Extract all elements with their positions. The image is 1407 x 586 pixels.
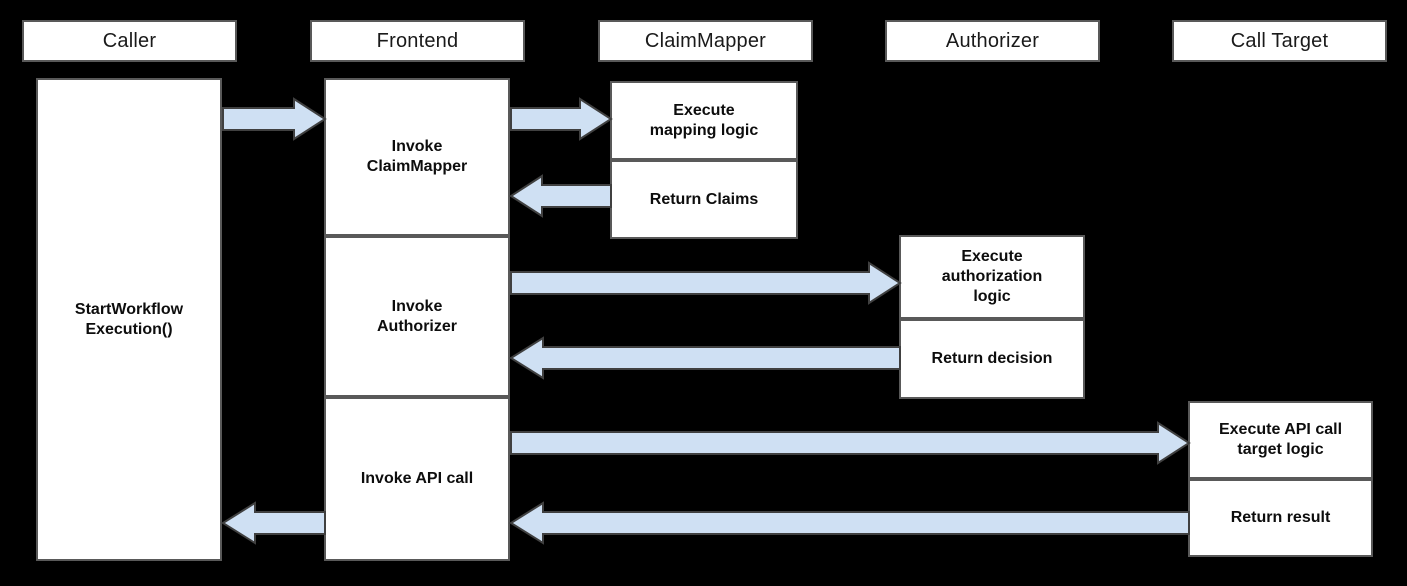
lifeline-header-authorizer: Authorizer xyxy=(885,20,1100,62)
activation-claimmapper-return-label: Return Claims xyxy=(649,190,759,208)
arrow-frontend-to-caller xyxy=(221,501,326,545)
lifeline-header-claimmapper: ClaimMapper xyxy=(598,20,813,62)
lifeline-header-frontend-label: Frontend xyxy=(376,29,459,52)
arrow-frontend-to-authorizer xyxy=(510,261,902,305)
activation-authorizer-execute: Execute authorization logic xyxy=(899,235,1085,319)
arrow-claimmapper-to-frontend xyxy=(509,174,612,218)
activation-frontend-claimmapper-label: Invoke ClaimMapper xyxy=(366,138,468,175)
lifeline-header-authorizer-label: Authorizer xyxy=(945,29,1040,52)
lifeline-header-calltarget-label: Call Target xyxy=(1230,29,1329,52)
activation-frontend-authorizer-label: Invoke Authorizer xyxy=(377,297,457,335)
lifeline-header-claimmapper-label: ClaimMapper xyxy=(644,29,767,52)
arrow-caller-to-frontend xyxy=(222,97,327,141)
activation-authorizer-execute-label: Execute authorization logic xyxy=(941,248,1043,305)
activation-calltarget-execute: Execute API call target logic xyxy=(1188,401,1373,479)
lifeline-header-caller: Caller xyxy=(22,20,237,62)
activation-claimmapper-execute-label: Execute mapping logic xyxy=(649,101,759,139)
arrow-frontend-to-claimmapper xyxy=(510,97,613,141)
lifeline-header-caller-label: Caller xyxy=(102,29,157,52)
arrow-authorizer-to-frontend xyxy=(509,336,901,380)
activation-authorizer-return: Return decision xyxy=(899,319,1085,399)
activation-frontend-apicall: Invoke API call xyxy=(324,397,510,561)
activation-caller-main: StartWorkflow Execution() xyxy=(36,78,222,561)
activation-caller-main-label: StartWorkflow Execution() xyxy=(74,300,184,338)
activation-calltarget-execute-label: Execute API call target logic xyxy=(1218,421,1343,458)
activation-claimmapper-return: Return Claims xyxy=(610,160,798,239)
activation-calltarget-return: Return result xyxy=(1188,479,1373,557)
lifeline-header-frontend: Frontend xyxy=(310,20,525,62)
activation-frontend-authorizer: Invoke Authorizer xyxy=(324,236,510,397)
lifeline-header-calltarget: Call Target xyxy=(1172,20,1387,62)
activation-claimmapper-execute: Execute mapping logic xyxy=(610,81,798,160)
arrow-frontend-to-calltarget xyxy=(510,421,1191,465)
activation-authorizer-return-label: Return decision xyxy=(931,350,1053,367)
arrow-calltarget-to-frontend xyxy=(509,501,1190,545)
activation-calltarget-return-label: Return result xyxy=(1230,509,1331,526)
activation-frontend-apicall-label: Invoke API call xyxy=(360,470,474,487)
activation-frontend-claimmapper: Invoke ClaimMapper xyxy=(324,78,510,236)
